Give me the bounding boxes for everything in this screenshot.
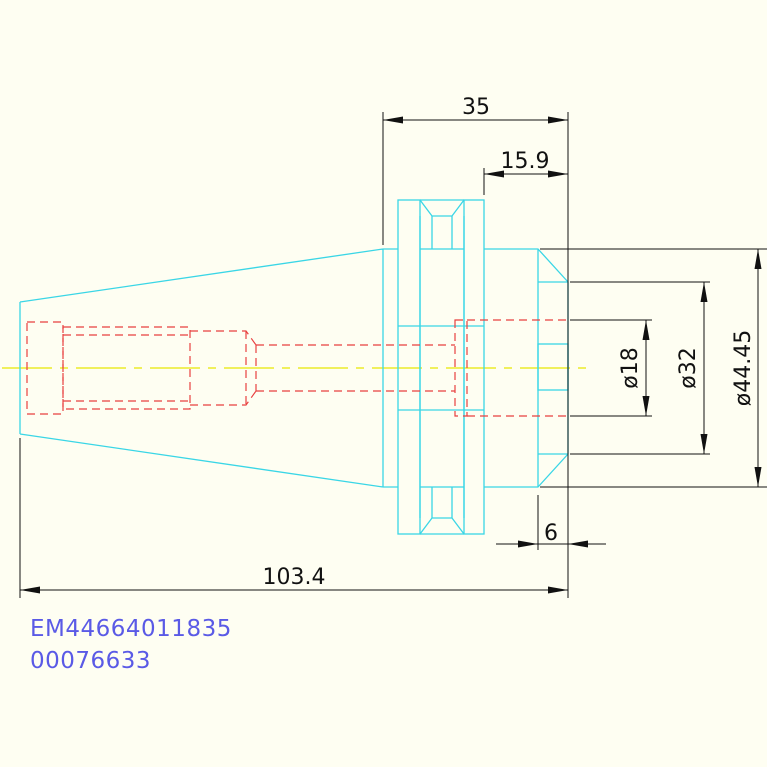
- part-id-line-1: EM44664011835: [30, 616, 232, 642]
- dim-text-44-45: ø44.45: [731, 330, 756, 406]
- hidden-lines: [26, 319, 568, 417]
- extension-lines: [19, 112, 767, 598]
- dim-text-6: 6: [544, 521, 558, 546]
- dimension-lines: [20, 116, 762, 594]
- dim-text-103-4: 103.4: [263, 565, 326, 590]
- tool-holder-outline: [19, 199, 569, 535]
- dim-text-15-9: 15.9: [501, 149, 550, 174]
- dim-text-35: 35: [462, 95, 490, 120]
- dim-text-18: ø18: [618, 347, 643, 388]
- part-id-line-2: 00076633: [30, 648, 152, 674]
- dim-text-32: ø32: [676, 347, 701, 388]
